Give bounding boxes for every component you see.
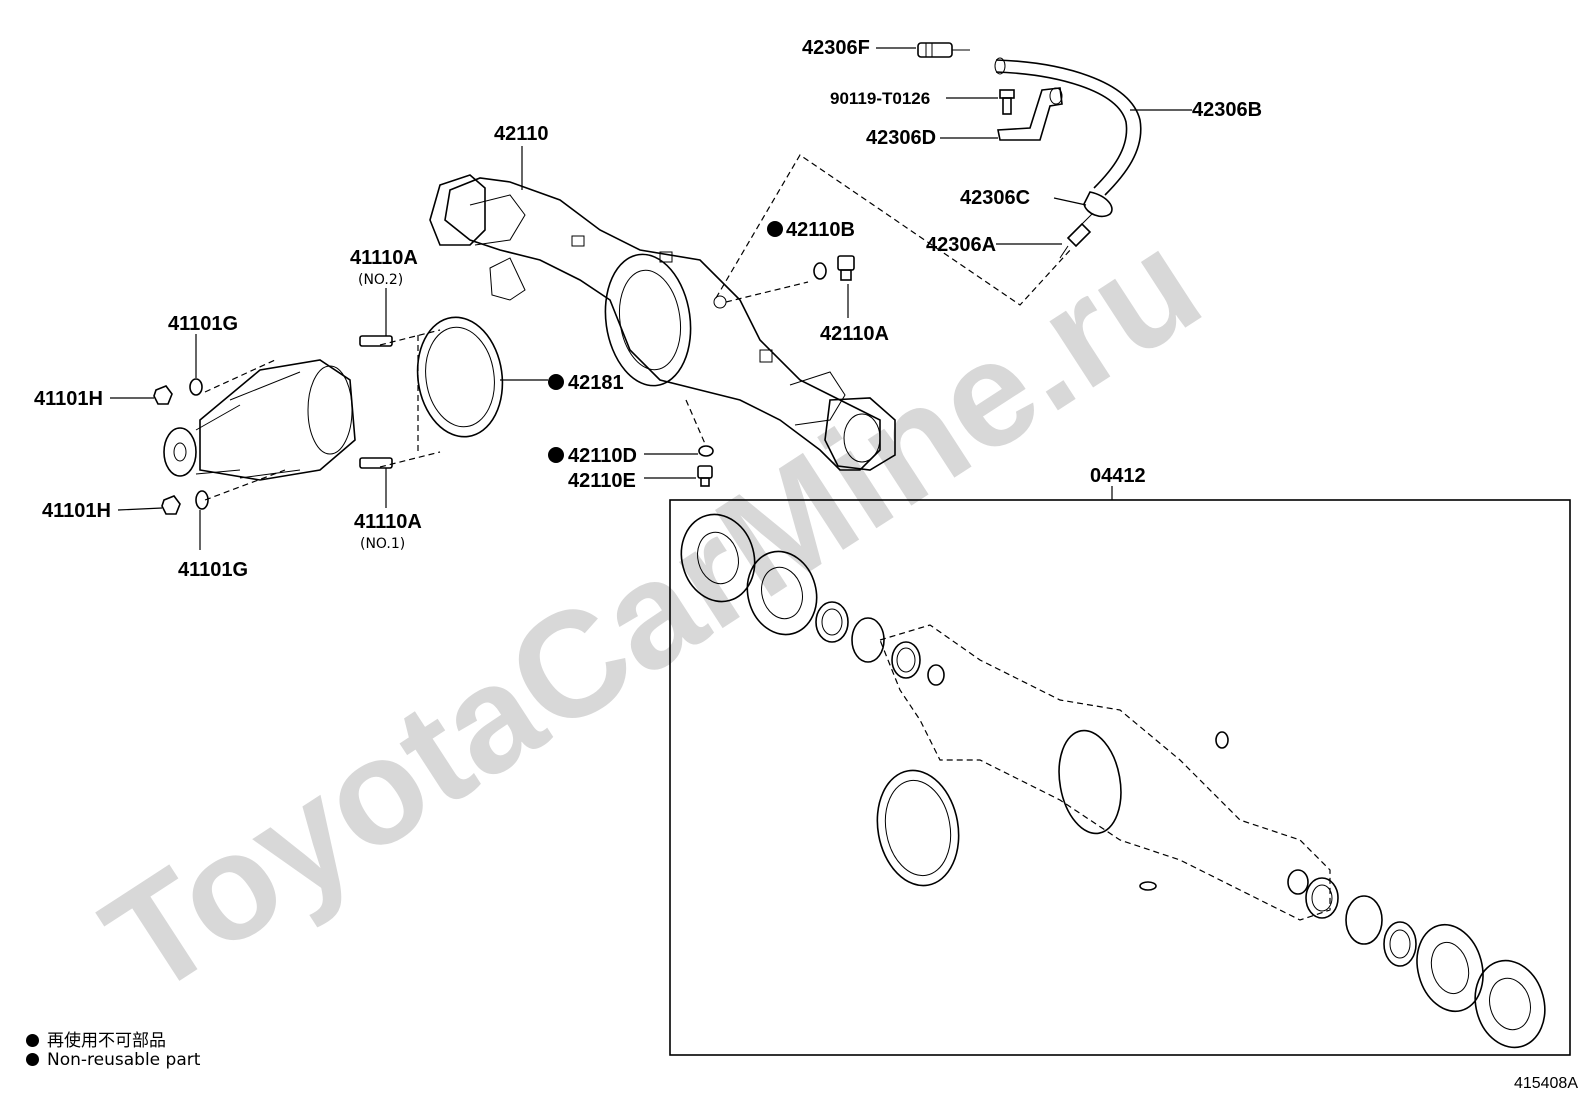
breather-plug-42306f xyxy=(917,42,970,58)
hose-clamp-42306c xyxy=(1083,191,1113,218)
figure-reference: 415408A xyxy=(1513,1075,1578,1092)
leader-dash-42110b xyxy=(725,281,809,303)
label-41101h-top: 41101H xyxy=(34,388,103,410)
washer-41101g-bot xyxy=(195,490,209,510)
label-42306b: 42306B xyxy=(1192,99,1262,121)
legend-en-text: Non-reusable part xyxy=(47,1050,201,1070)
stud-41110a-no2 xyxy=(359,335,393,347)
nut-41101h-top xyxy=(153,385,173,405)
label-04412: 04412 xyxy=(1090,465,1146,487)
leader-dash-washer-top xyxy=(204,359,276,393)
leader-dash-drain xyxy=(685,399,707,447)
label-42110d: 42110D xyxy=(568,445,637,467)
kit-04412-parts xyxy=(680,513,1546,1049)
union-42306a xyxy=(1059,213,1093,259)
legend-en: Non-reusable part xyxy=(26,1050,200,1070)
label-42181: 42181 xyxy=(568,372,624,394)
label-41110a-no2-sub: (NO.2) xyxy=(358,272,403,288)
leader-dash-stud1 xyxy=(379,451,441,468)
gasket-42110b xyxy=(813,262,827,280)
label-41101g-top: 41101G xyxy=(168,313,238,335)
leader-dash-stud2 xyxy=(379,329,441,346)
kit-04412-box xyxy=(669,499,1571,1056)
label-41101h-bot: 41101H xyxy=(42,500,111,522)
washer-41101g-top xyxy=(189,378,203,396)
watermark: ToyotaCarMine.ru xyxy=(76,198,1228,1027)
legend-bullet-icon xyxy=(26,1053,39,1066)
label-41110a-no1: 41110A xyxy=(354,511,422,533)
bracket-42306d xyxy=(997,87,1063,141)
carrier-gasket-42181 xyxy=(416,316,504,438)
gasket-42110d xyxy=(698,445,714,457)
stud-41110a-no1 xyxy=(359,457,393,469)
plug-42110a xyxy=(837,255,855,281)
differential-carrier xyxy=(163,359,356,481)
label-42110b: 42110B xyxy=(786,219,855,241)
breather-hose-42306b xyxy=(994,57,1142,196)
label-42110e: 42110E xyxy=(568,470,636,492)
legend-jp-text: 再使用不可部品 xyxy=(47,1031,166,1051)
legend-bullet-icon xyxy=(26,1034,39,1047)
non-reusable-marker-42110b xyxy=(767,221,783,237)
non-reusable-marker-42110d xyxy=(548,447,564,463)
label-41101g-bot: 41101G xyxy=(178,559,248,581)
label-42306f: 42306F xyxy=(802,37,870,59)
label-42306c: 42306C xyxy=(960,187,1030,209)
bolt-90119 xyxy=(999,89,1015,115)
label-42110: 42110 xyxy=(494,123,549,145)
legend-jp: 再使用不可部品 xyxy=(26,1026,166,1051)
label-42306a: 42306A xyxy=(926,234,996,256)
label-41110a-no1-sub: (NO.1) xyxy=(360,536,405,552)
label-42306d: 42306D xyxy=(866,127,936,149)
nut-41101h-bot xyxy=(161,495,181,515)
label-90119-t0126: 90119-T0126 xyxy=(830,89,930,108)
leader-dash-washer-bot xyxy=(204,469,286,501)
leader-dash-breather xyxy=(715,154,1073,306)
non-reusable-marker-42181 xyxy=(548,374,564,390)
label-41110a-no2: 41110A xyxy=(350,247,418,269)
label-42110a-right: 42110A xyxy=(820,323,889,345)
plug-42110e xyxy=(697,465,713,487)
